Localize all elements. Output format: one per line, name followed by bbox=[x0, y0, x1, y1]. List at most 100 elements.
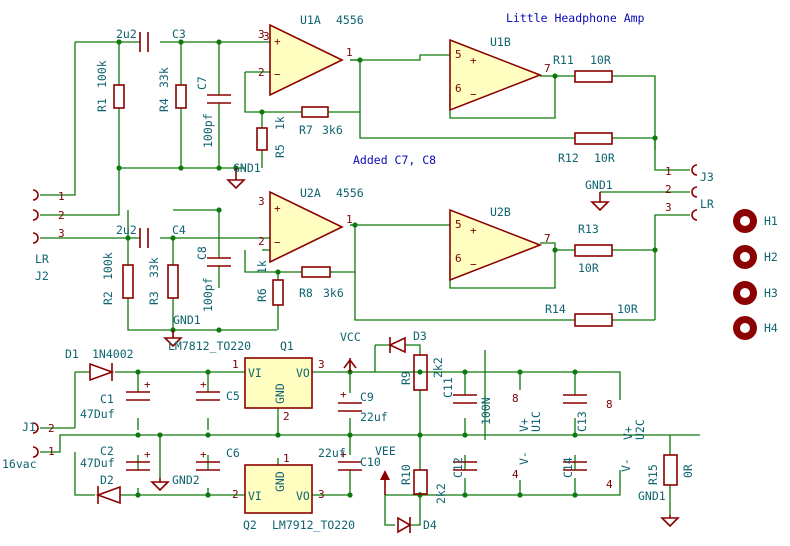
pin-5: 5 bbox=[455, 218, 462, 231]
ref-r6: R6 bbox=[255, 288, 269, 302]
cap-c7 bbox=[207, 94, 231, 104]
power-pins: 8 4 8 4 3 bbox=[263, 30, 613, 491]
ref-r2: R2 bbox=[101, 291, 115, 305]
ref-c13: C13 bbox=[575, 411, 589, 432]
pin-1: 1 bbox=[346, 46, 353, 59]
pin-1: 1 bbox=[58, 190, 65, 203]
svg-text:+: + bbox=[340, 448, 347, 461]
ref-r9: R9 bbox=[399, 371, 413, 385]
pin-2: 2 bbox=[232, 488, 239, 501]
opamp-u1b: 5 6 7 + − U1B bbox=[449, 35, 551, 112]
value-r3: 33k bbox=[147, 257, 161, 278]
ref-c8: C8 bbox=[195, 246, 209, 260]
ref-u2a: U2A bbox=[300, 186, 321, 200]
resistor-r5 bbox=[256, 127, 268, 151]
pin-3: 3 bbox=[665, 201, 672, 214]
ref-u1c: U1C bbox=[529, 411, 543, 432]
value-q2: LM7912_TO220 bbox=[272, 518, 355, 532]
gnd-symbol-icon bbox=[163, 330, 183, 348]
value-r9: 2k2 bbox=[431, 357, 445, 378]
cap-c6 bbox=[196, 461, 220, 471]
pin-3: 3 bbox=[318, 488, 325, 501]
cap-c1 bbox=[126, 391, 150, 401]
ref-r3: R3 bbox=[147, 291, 161, 305]
value-r7: 3k6 bbox=[322, 123, 343, 137]
ref-r10: R10 bbox=[399, 464, 413, 485]
value-r13: 10R bbox=[578, 261, 599, 275]
schematic-note: Added C7, C8 bbox=[353, 153, 436, 167]
pin-vi: VI bbox=[248, 489, 262, 503]
ref-r13: R13 bbox=[578, 222, 599, 236]
value-r5: 1k bbox=[273, 116, 287, 130]
gnd-symbol-icon bbox=[226, 168, 246, 190]
plus-sign: + bbox=[274, 35, 281, 48]
value-r15: 0R bbox=[681, 464, 695, 478]
net-vee: VEE bbox=[375, 444, 396, 458]
diode-d1 bbox=[89, 362, 115, 382]
ref-c4: C4 bbox=[172, 223, 186, 237]
cap-c11 bbox=[453, 394, 477, 404]
gnd-symbol-icon bbox=[660, 515, 680, 528]
ref-c7: C7 bbox=[195, 76, 209, 90]
net-gnd2: GND2 bbox=[172, 473, 200, 487]
labels: 2u2 C3 2u2 C4 R1 100k R4 33k C7 100pf R5… bbox=[65, 27, 695, 532]
diode-d4 bbox=[397, 516, 412, 534]
cap-c2 bbox=[126, 461, 150, 471]
net-gnd1: GND1 bbox=[173, 313, 201, 327]
svg-text:+: + bbox=[144, 378, 151, 391]
ref-h2: H2 bbox=[764, 250, 778, 264]
ref-c12: C12 bbox=[451, 457, 465, 478]
vcc-arrow-icon bbox=[343, 358, 357, 372]
pin-vo: VO bbox=[296, 489, 310, 503]
ref-u1a: U1A bbox=[300, 13, 321, 27]
svg-text:+: + bbox=[200, 378, 207, 391]
pin-2: 2 bbox=[258, 66, 265, 79]
pin-vi: VI bbox=[248, 366, 262, 380]
pin-6: 6 bbox=[455, 82, 462, 95]
pin-2: 2 bbox=[58, 209, 65, 222]
pin-7: 7 bbox=[544, 232, 551, 245]
pin-8: 8 bbox=[512, 392, 519, 405]
ref-c11: C11 bbox=[441, 377, 455, 398]
ref-d1: D1 bbox=[65, 347, 79, 361]
value-c2: 47Duf bbox=[80, 456, 115, 470]
vee-arrow-icon bbox=[380, 470, 390, 480]
value-r1: 100k bbox=[95, 60, 109, 88]
wires bbox=[40, 41, 700, 526]
opamp-u2b: 5 6 7 + − U2B bbox=[449, 205, 551, 282]
junctions bbox=[116, 39, 658, 498]
ref-h1: H1 bbox=[764, 214, 778, 228]
cap-c10 bbox=[338, 461, 362, 471]
diodes bbox=[89, 336, 412, 534]
regulator-q2: VI VO GND 2 3 1 bbox=[232, 452, 325, 514]
resistor-r8 bbox=[301, 266, 331, 278]
ref-c9: C9 bbox=[360, 390, 374, 404]
gnd-symbol-icon bbox=[590, 192, 610, 212]
schematic-title: Little Headphone Amp bbox=[506, 11, 645, 25]
ref-r4: R4 bbox=[157, 98, 171, 112]
pin-1: 1 bbox=[48, 445, 55, 458]
connector-j1: 2 1 J1 16vac bbox=[2, 420, 55, 471]
ref-r1: R1 bbox=[95, 98, 109, 112]
value-r14: 10R bbox=[617, 302, 638, 316]
resistor-r2 bbox=[122, 264, 134, 299]
ref-h4: H4 bbox=[764, 321, 778, 335]
svg-text:+: + bbox=[200, 448, 207, 461]
gnd-symbol-icon bbox=[150, 478, 170, 492]
value-c4: 2u2 bbox=[116, 223, 137, 237]
ref-u2c: U2C bbox=[633, 419, 647, 440]
ref-d3: D3 bbox=[413, 329, 427, 343]
cap-c14 bbox=[563, 461, 587, 471]
resistor-r3 bbox=[167, 264, 179, 299]
ref-c6: C6 bbox=[226, 446, 240, 460]
pin-gnd: GND bbox=[273, 471, 287, 492]
value-u1a: 4556 bbox=[336, 13, 364, 27]
value-c10: 22uf bbox=[318, 446, 346, 460]
plus-sign: + bbox=[274, 202, 281, 215]
ref-r12: R12 bbox=[558, 151, 579, 165]
ref-r5: R5 bbox=[273, 144, 287, 158]
ref-j1: J1 bbox=[22, 420, 36, 434]
cap-c3 bbox=[139, 32, 149, 52]
value-u2a: 4556 bbox=[336, 186, 364, 200]
pin-vplus: V+ bbox=[517, 418, 531, 432]
